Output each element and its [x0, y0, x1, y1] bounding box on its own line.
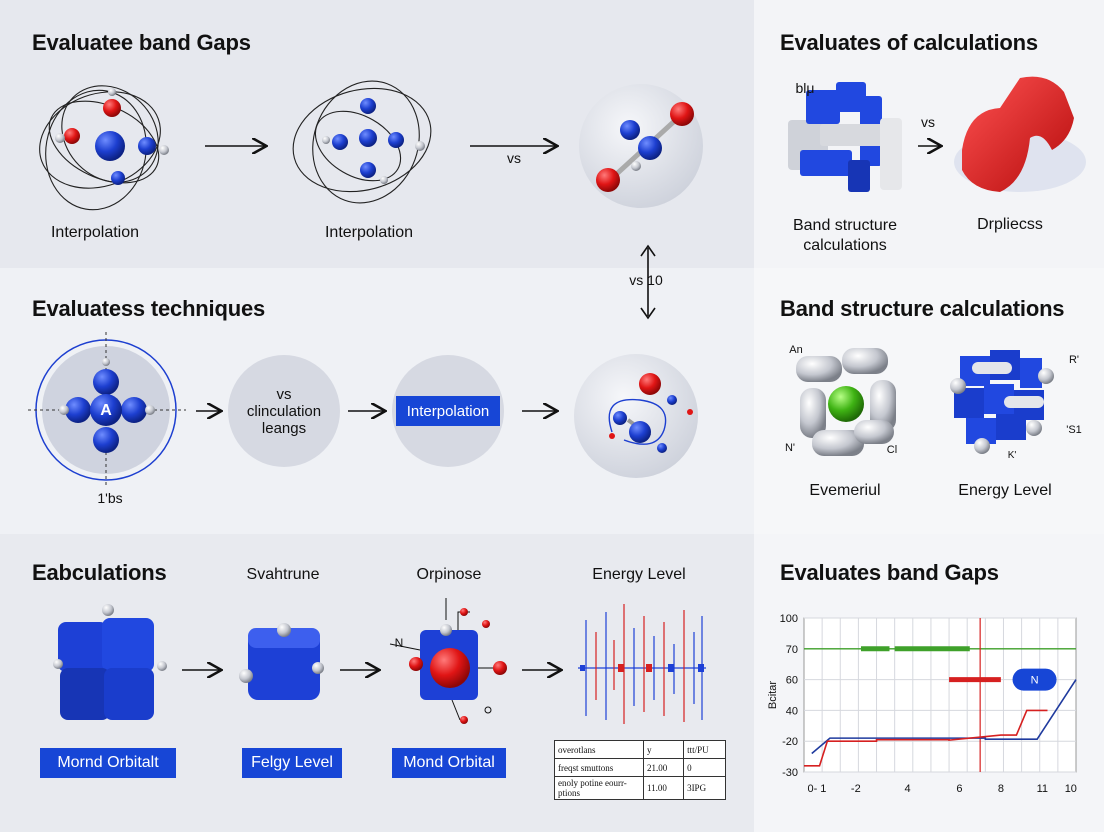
molecule-cube-orbital: [389, 598, 507, 724]
atom-model-2-spheres: [322, 98, 425, 184]
drpliecss-label: Drpliecss: [977, 216, 1043, 233]
table-cell: 21.00: [642, 758, 685, 777]
panel-title-techniques: Evaluatess techniques: [32, 296, 266, 321]
molecule-disc-middle: [574, 354, 698, 478]
atom-caption-label: 1'bs: [97, 490, 123, 506]
vs-label: vs: [921, 114, 935, 130]
interpolation-label-2: Interpolation: [324, 224, 414, 241]
table-row: enoly potine eourr-ptions 11.00 3IPG: [554, 776, 726, 800]
atom-model-2: [292, 80, 432, 204]
energy-level-heading: Energy Level: [592, 566, 686, 583]
y-tick-label: 70: [786, 644, 798, 656]
x-tick-label: 4: [905, 783, 911, 795]
orpinose-heading: Orpinose: [416, 566, 482, 583]
tag-r: R': [1068, 354, 1080, 366]
band-structure-calculations-label: Band structure calculations: [792, 217, 898, 254]
x-tick-label: 6: [956, 783, 962, 795]
svahtrune-heading: Svahtrune: [246, 566, 320, 583]
panel-title-band-gaps: Evaluatee band Gaps: [32, 30, 251, 55]
y-tick-label: 100: [780, 613, 798, 625]
vs-label: vs: [507, 150, 521, 166]
y-tick-label: 40: [786, 705, 798, 717]
tag-an: An: [789, 344, 803, 356]
atom-model-1-spheres: [55, 88, 169, 185]
evemeriul-label: Evemeriul: [809, 482, 881, 499]
table-cell: 0: [683, 758, 726, 777]
table-row: freqst smuttons 21.00 0: [554, 758, 726, 777]
gray-cylinder-structure: [796, 348, 896, 456]
band-gap-chart: 100 70 60 40 -20 -30 0- 1 -2 4 6 8 11 10 Bcitar N: [767, 613, 1077, 795]
mornd-orbitalt-button[interactable]: Mornd Orbitalt: [40, 748, 176, 778]
y-axis-label: Bcitar: [767, 681, 779, 709]
table-cell: overotlans: [554, 740, 644, 759]
tag-cl: Cl: [886, 444, 898, 456]
double-arrow-icon: [640, 244, 656, 320]
table-cell: freqst smuttons: [554, 758, 644, 777]
interpolation-button[interactable]: Interpolation: [396, 396, 500, 426]
felgy-level-button[interactable]: Felgy Level: [242, 748, 342, 778]
table-cell: enoly potine eourr-ptions: [554, 776, 644, 800]
chart-plot-area: [803, 617, 1077, 773]
calculation-circle-text: vs clinculation leangs: [246, 386, 322, 437]
x-tick-label: 0- 1: [807, 783, 826, 795]
red-block-structure: [954, 76, 1086, 192]
energy-level-spectrum: [578, 604, 706, 724]
blue-cube-cluster: [53, 604, 167, 720]
x-tick-label: 10: [1065, 783, 1077, 795]
chart-badge: [1012, 668, 1057, 691]
panel-title-calculations: Evaluates of calculations: [780, 30, 1038, 55]
table-cell: 11.00: [642, 776, 685, 800]
x-tick-label: -2: [851, 783, 861, 795]
tag-k: K': [1007, 450, 1017, 461]
connector-label: vs 10: [629, 272, 663, 288]
table-cell: у: [642, 740, 685, 759]
panel-title-band-structure: Band structure calculations: [780, 296, 1065, 321]
n-label: N: [394, 636, 404, 650]
molecule-disc-top: [579, 84, 703, 208]
y-tick-label: -20: [782, 736, 798, 748]
atom-letter-label: A: [100, 402, 112, 419]
chart-series-line: [804, 709, 1048, 767]
table-cell: 3IPG: [683, 776, 726, 800]
chart-badge-label: N: [1031, 675, 1039, 687]
x-tick-label: 11: [1037, 783, 1048, 795]
table-row: overotlans у ttt/PU: [554, 740, 726, 759]
corner-label: blμ: [795, 80, 815, 96]
calculation-circle: [228, 355, 340, 467]
blue-block-structure: [788, 82, 902, 192]
blue-cube-single: [239, 623, 324, 700]
tag-s1: 'S1: [1066, 424, 1082, 436]
y-tick-label: 60: [786, 675, 798, 687]
atom-diagram-a: [28, 332, 186, 488]
energy-level-label: Energy Level: [958, 482, 1052, 499]
tag-n: N': [784, 442, 796, 454]
y-tick-label: -30: [782, 767, 798, 779]
interpolation-label-1: Interpolation: [50, 224, 140, 241]
panel-title-band-gaps-chart: Evaluates band Gaps: [780, 560, 999, 585]
mond-orbital-button[interactable]: Mond Orbital: [392, 748, 506, 778]
blue-cube-lattice: [950, 350, 1054, 454]
x-tick-label: 8: [998, 783, 1004, 795]
results-table: overotlans у ttt/PU freqst smuttons 21.0…: [554, 740, 726, 800]
panel-title-eabculations: Eabculations: [32, 560, 167, 585]
table-cell: ttt/PU: [683, 740, 726, 759]
